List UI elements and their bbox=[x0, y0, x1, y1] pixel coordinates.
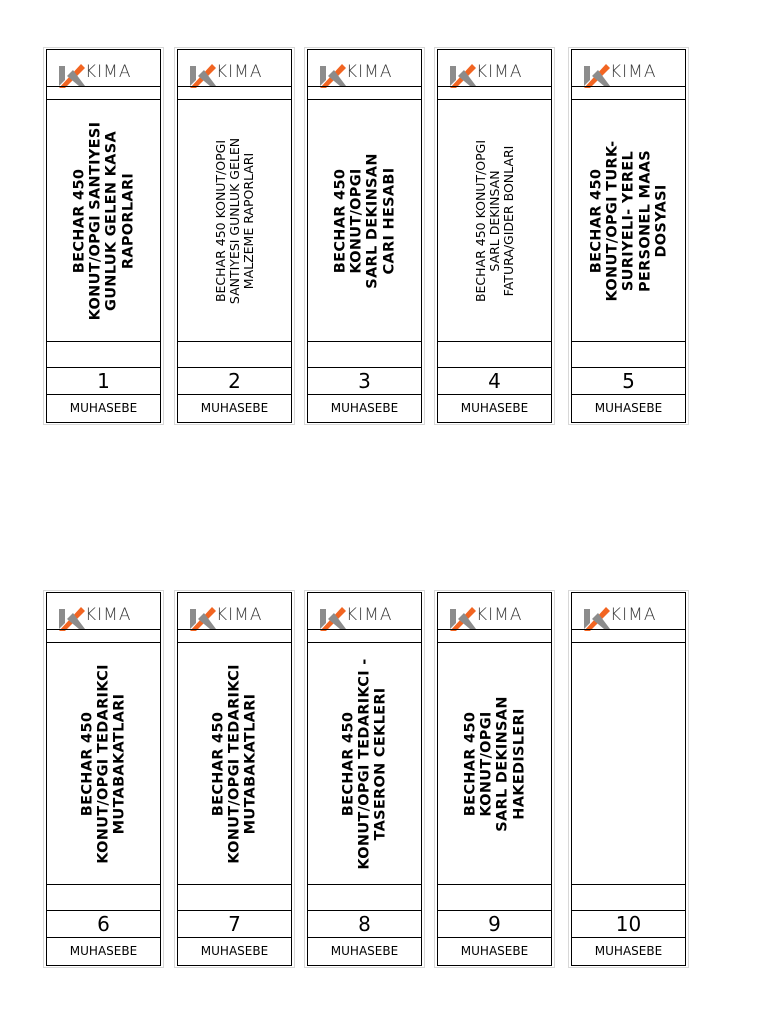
binder-label-7: KIMA BECHAR 450 KONUT/OPGI TEDARIKCI MUT… bbox=[174, 590, 295, 968]
blank-row bbox=[47, 885, 160, 911]
title-area: BECHAR 450 KONUT/OPGI SARL DEKINSAN CARI… bbox=[308, 100, 421, 342]
logo-divider bbox=[308, 629, 421, 630]
logo-divider bbox=[178, 629, 291, 630]
kima-logo-icon bbox=[446, 601, 546, 631]
binder-label-9: KIMA BECHAR 450 KONUT/OPGI SARL DEKINSAN… bbox=[434, 590, 555, 968]
logo-divider bbox=[308, 86, 421, 87]
logo-text: KIMA bbox=[216, 62, 263, 82]
title-area: BECHAR 450 KONUT/OPGI SANTIYESI GUNLUK G… bbox=[178, 100, 291, 342]
kima-logo-icon bbox=[446, 58, 546, 88]
logo-divider bbox=[572, 86, 685, 87]
label-number: 9 bbox=[438, 911, 551, 938]
logo-divider bbox=[438, 629, 551, 630]
logo-area: KIMA bbox=[438, 593, 551, 643]
kima-logo-icon bbox=[316, 601, 416, 631]
title-area: BECHAR 450 KONUT/OPGI TEDARIKCI MUTABAKA… bbox=[47, 643, 160, 885]
blank-row bbox=[178, 885, 291, 911]
logo-text: KIMA bbox=[476, 605, 523, 625]
binder-label-4: KIMA BECHAR 450 KONUT/OPGI SARL DEKINSAN… bbox=[434, 47, 555, 425]
kima-logo-icon bbox=[55, 58, 155, 88]
label-number: 6 bbox=[47, 911, 160, 938]
label-title: BECHAR 450 KONUT/OPGI SARL DEKINSAN FATU… bbox=[472, 139, 516, 302]
logo-area: KIMA bbox=[438, 50, 551, 100]
label-department: MUHASEBE bbox=[460, 401, 529, 415]
label-department: MUHASEBE bbox=[200, 401, 269, 415]
logo-text: KIMA bbox=[610, 605, 657, 625]
logo-text: KIMA bbox=[476, 62, 523, 82]
label-number: 5 bbox=[572, 368, 685, 395]
title-area: BECHAR 450 KONUT/OPGI SANTIYESI GUNLUK G… bbox=[47, 100, 160, 342]
logo-divider bbox=[438, 86, 551, 87]
label-title: BECHAR 450 KONUT/OPGI SARL DEKINSAN CARI… bbox=[332, 152, 397, 289]
logo-text: KIMA bbox=[85, 605, 132, 625]
logo-divider bbox=[47, 86, 160, 87]
label-department: MUHASEBE bbox=[460, 944, 529, 958]
logo-text: KIMA bbox=[346, 605, 393, 625]
label-title: BECHAR 450 KONUT/OPGI TEDARIKCI - TASERO… bbox=[340, 657, 389, 870]
blank-row bbox=[438, 885, 551, 911]
binder-label-5: KIMA BECHAR 450 KONUT/OPGI TURK- SURIYEL… bbox=[568, 47, 689, 425]
logo-area: KIMA bbox=[572, 593, 685, 643]
logo-area: KIMA bbox=[47, 593, 160, 643]
kima-logo-icon bbox=[186, 58, 286, 88]
title-area: BECHAR 450 KONUT/OPGI SARL DEKINSAN FATU… bbox=[438, 100, 551, 342]
logo-text: KIMA bbox=[85, 62, 132, 82]
label-department: MUHASEBE bbox=[200, 944, 269, 958]
logo-divider bbox=[178, 86, 291, 87]
kima-logo-icon bbox=[580, 58, 680, 88]
label-number: 8 bbox=[308, 911, 421, 938]
label-title: BECHAR 450 KONUT/OPGI SANTIYESI GUNLUK G… bbox=[71, 121, 136, 320]
label-number: 3 bbox=[308, 368, 421, 395]
label-department: MUHASEBE bbox=[594, 401, 663, 415]
logo-area: KIMA bbox=[178, 593, 291, 643]
logo-area: KIMA bbox=[308, 593, 421, 643]
binder-label-2: KIMA BECHAR 450 KONUT/OPGI SANTIYESI GUN… bbox=[174, 47, 295, 425]
label-number: 10 bbox=[572, 911, 685, 938]
blank-row bbox=[438, 342, 551, 368]
label-department: MUHASEBE bbox=[330, 401, 399, 415]
logo-area: KIMA bbox=[47, 50, 160, 100]
logo-text: KIMA bbox=[610, 62, 657, 82]
logo-area: KIMA bbox=[572, 50, 685, 100]
blank-row bbox=[572, 885, 685, 911]
binder-label-8: KIMA BECHAR 450 KONUT/OPGI TEDARIKCI - T… bbox=[304, 590, 425, 968]
label-department: MUHASEBE bbox=[69, 401, 138, 415]
title-area: BECHAR 450 KONUT/OPGI SARL DEKINSAN HAKE… bbox=[438, 643, 551, 885]
logo-divider bbox=[47, 629, 160, 630]
label-title: BECHAR 450 KONUT/OPGI SARL DEKINSAN HAKE… bbox=[462, 695, 527, 832]
blank-row bbox=[308, 342, 421, 368]
label-title: BECHAR 450 KONUT/OPGI TEDARIKCI MUTABAKA… bbox=[79, 663, 128, 864]
binder-label-3: KIMA BECHAR 450 KONUT/OPGI SARL DEKINSAN… bbox=[304, 47, 425, 425]
label-number: 4 bbox=[438, 368, 551, 395]
logo-text: KIMA bbox=[346, 62, 393, 82]
title-area: BECHAR 450 KONUT/OPGI TEDARIKCI MUTABAKA… bbox=[178, 643, 291, 885]
binder-label-10: KIMA 10 MUHASEBE bbox=[568, 590, 689, 968]
logo-area: KIMA bbox=[178, 50, 291, 100]
logo-area: KIMA bbox=[308, 50, 421, 100]
label-number: 1 bbox=[47, 368, 160, 395]
kima-logo-icon bbox=[316, 58, 416, 88]
title-area bbox=[572, 643, 685, 885]
label-title: BECHAR 450 KONUT/OPGI TEDARIKCI MUTABAKA… bbox=[210, 663, 259, 864]
label-number: 7 bbox=[178, 911, 291, 938]
blank-row bbox=[308, 885, 421, 911]
label-title: BECHAR 450 KONUT/OPGI TURK- SURIYELI- YE… bbox=[587, 140, 669, 301]
blank-row bbox=[47, 342, 160, 368]
label-department: MUHASEBE bbox=[330, 944, 399, 958]
label-department: MUHASEBE bbox=[594, 944, 663, 958]
label-title: BECHAR 450 KONUT/OPGI SANTIYESI GUNLUK G… bbox=[212, 137, 256, 304]
binder-label-1: KIMA BECHAR 450 KONUT/OPGI SANTIYESI GUN… bbox=[43, 47, 164, 425]
binder-label-6: KIMA BECHAR 450 KONUT/OPGI TEDARIKCI MUT… bbox=[43, 590, 164, 968]
title-area: BECHAR 450 KONUT/OPGI TURK- SURIYELI- YE… bbox=[572, 100, 685, 342]
logo-text: KIMA bbox=[216, 605, 263, 625]
kima-logo-icon bbox=[186, 601, 286, 631]
blank-row bbox=[572, 342, 685, 368]
label-department: MUHASEBE bbox=[69, 944, 138, 958]
logo-divider bbox=[572, 629, 685, 630]
kima-logo-icon bbox=[580, 601, 680, 631]
kima-logo-icon bbox=[55, 601, 155, 631]
label-number: 2 bbox=[178, 368, 291, 395]
blank-row bbox=[178, 342, 291, 368]
title-area: BECHAR 450 KONUT/OPGI TEDARIKCI - TASERO… bbox=[308, 643, 421, 885]
